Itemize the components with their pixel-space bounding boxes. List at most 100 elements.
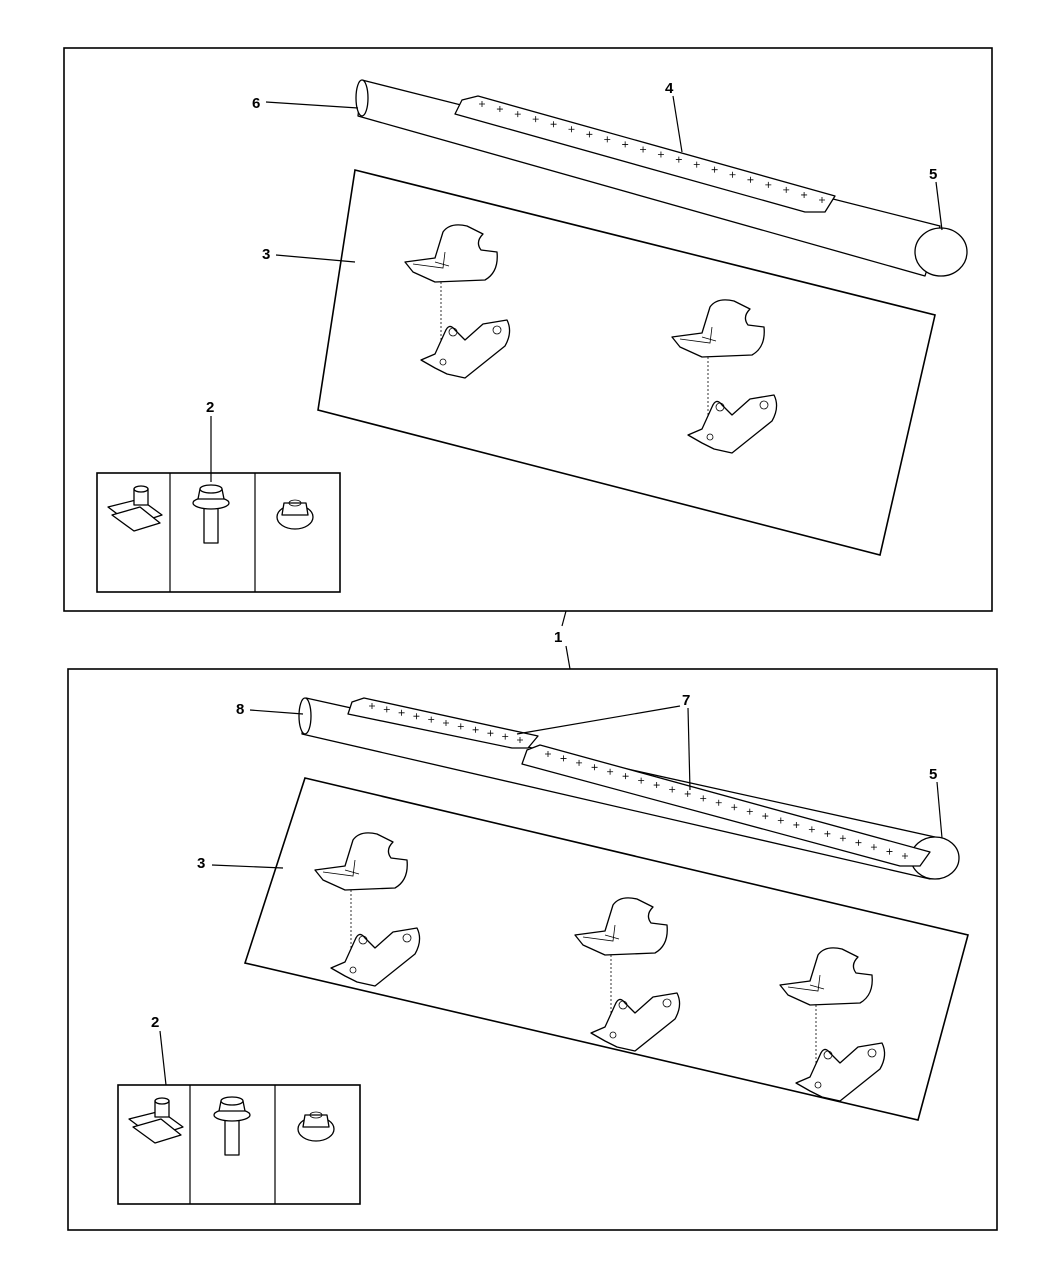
stud-icon: [793, 821, 800, 828]
stud-icon: [819, 197, 825, 203]
stud-icon: [653, 782, 660, 789]
stud-icon: [514, 111, 521, 118]
flange-nut-icon: [297, 1111, 335, 1142]
top-frame: [63, 47, 993, 612]
bracket-pair: [779, 947, 886, 1102]
stud-icon: [369, 703, 375, 709]
clip-nut-icon: [128, 1097, 184, 1144]
stud-icon: [472, 726, 479, 733]
stud-icon: [622, 141, 629, 148]
bracket-pair: [671, 299, 778, 454]
bracket-pair: [404, 224, 511, 379]
stud-icon: [715, 799, 722, 806]
stud-icon: [638, 777, 645, 784]
stud-icon: [607, 768, 614, 775]
stud-icon: [502, 733, 509, 740]
bottom-frame: [67, 668, 998, 1231]
stud-icon: [550, 121, 557, 128]
stud-icon: [839, 835, 846, 842]
callout-7: 7: [682, 692, 690, 709]
stud-icon: [675, 156, 682, 163]
stud-icon: [568, 126, 575, 133]
mounting-bracket-icon: [687, 394, 778, 454]
bottom-assembly: 8 7 5 3 2: [67, 668, 998, 1231]
callout-5-bottom: 5: [929, 766, 937, 783]
stud-icon: [902, 853, 908, 859]
stud-icon: [729, 171, 736, 178]
stud-icon: [545, 751, 551, 757]
stud-icon: [824, 830, 831, 837]
bolt-icon: [192, 484, 230, 544]
stud-icon: [886, 848, 893, 855]
stud-icon: [693, 161, 700, 168]
callout-2-top: 2: [206, 399, 214, 416]
bottom-bracket-panel: [243, 777, 969, 1121]
stud-icon: [640, 146, 647, 153]
stud-icon: [855, 839, 862, 846]
stud-icon: [669, 786, 676, 793]
stud-icon: [765, 181, 772, 188]
top-step-pad: [454, 95, 836, 213]
bottom-fastener-box: [117, 1084, 361, 1205]
stud-icon: [457, 723, 464, 730]
stud-icon: [383, 706, 390, 713]
stud-icon: [762, 813, 769, 820]
bracket-pair: [314, 832, 421, 987]
stud-icon: [479, 101, 485, 107]
bottom-brackets: [314, 832, 886, 1102]
top-assembly: 6 4 5 3 2: [63, 47, 993, 612]
top-bracket-panel: [317, 169, 936, 556]
stud-icon: [532, 116, 539, 123]
mount-pad-icon: [314, 832, 408, 891]
stud-icon: [801, 191, 808, 198]
bottom-step-pad-rear: [521, 744, 931, 867]
callout-8: 8: [236, 701, 244, 718]
stud-icon: [783, 186, 790, 193]
top-brackets: [404, 224, 778, 454]
bolt-icon: [213, 1096, 251, 1156]
stud-icon: [808, 826, 815, 833]
stud-icon: [746, 808, 753, 815]
stud-icon: [413, 713, 420, 720]
stud-icon: [700, 795, 707, 802]
callout-1: 1: [554, 629, 562, 646]
stud-icon: [591, 764, 598, 771]
mount-pad-icon: [779, 947, 873, 1006]
stud-icon: [586, 131, 593, 138]
callout-6: 6: [252, 95, 260, 112]
mount-pad-icon: [574, 897, 668, 956]
mounting-bracket-icon: [590, 992, 681, 1052]
mount-pad-icon: [404, 224, 498, 283]
mounting-bracket-icon: [795, 1042, 886, 1102]
stud-icon: [576, 759, 583, 766]
stud-icon: [622, 773, 629, 780]
callout-3-bottom: 3: [197, 855, 205, 872]
stud-icon: [496, 106, 503, 113]
stud-icon: [870, 844, 877, 851]
stud-icon: [657, 151, 664, 158]
stud-icon: [777, 817, 784, 824]
stud-icon: [711, 166, 718, 173]
stud-icon: [560, 755, 567, 762]
callout-2-bottom: 2: [151, 1014, 159, 1031]
callout-5-top: 5: [929, 166, 937, 183]
callout-4: 4: [665, 80, 674, 97]
stud-icon: [487, 730, 494, 737]
mounting-bracket-icon: [330, 927, 421, 987]
flange-nut-icon: [276, 499, 314, 530]
top-fastener-box: [96, 472, 341, 593]
clip-nut-icon: [107, 485, 163, 532]
stud-icon: [747, 176, 754, 183]
stud-icon: [428, 716, 435, 723]
stud-icon: [517, 737, 523, 743]
stud-icon: [398, 709, 405, 716]
stud-icon: [684, 790, 691, 797]
stud-icon: [604, 136, 611, 143]
callout-3-top: 3: [262, 246, 270, 263]
mounting-bracket-icon: [420, 319, 511, 379]
stud-icon: [731, 804, 738, 811]
stud-icon: [443, 720, 449, 726]
bracket-pair: [574, 897, 681, 1052]
